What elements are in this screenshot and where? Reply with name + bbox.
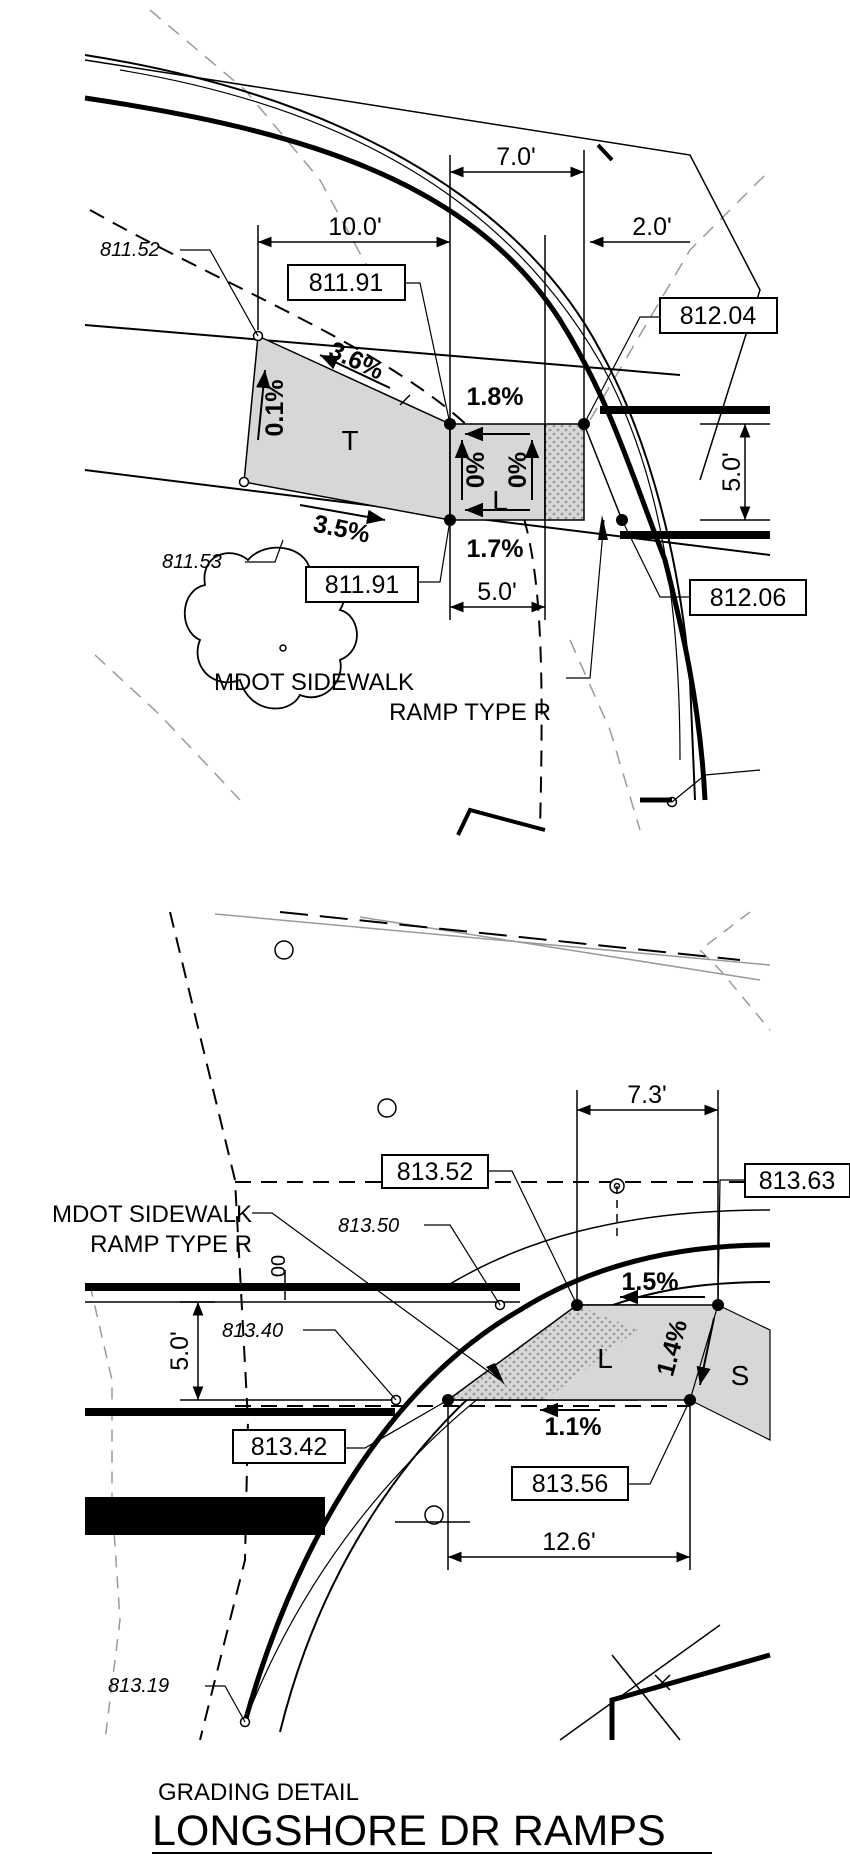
top-area-label-l: L	[492, 485, 508, 516]
top-slope-0-b: 0%	[504, 452, 532, 488]
bottom-slope-arrows	[540, 1289, 715, 1418]
bottom-elev-box-2	[744, 1163, 850, 1198]
bottom-existing-813-40: 813.40	[222, 1320, 283, 1342]
top-detail: 7.0' 10.0' 2.0' 5.0' 5.0' 811.91 812.04 …	[84, 9, 807, 836]
bottom-dashed-left	[169, 911, 250, 1741]
bottom-curb-curve	[242, 1242, 771, 1723]
top-elev-811-91-upper: 811.91	[309, 269, 384, 297]
bottom-existing-813-19: 813.19	[108, 1675, 169, 1697]
bottom-area-l	[545, 1305, 718, 1400]
bottom-area-label-l: L	[597, 1343, 613, 1374]
bottom-detail: 7.3' 12.6' 5.0' 813.52 813.63 813.42 813…	[52, 911, 850, 1741]
top-tick	[399, 394, 411, 406]
bottom-slope-1-5: 1.5%	[622, 1268, 679, 1296]
top-slope-0-a: 0%	[462, 452, 490, 488]
bottom-dim-7-3: 7.3'	[627, 1081, 667, 1109]
top-curb-curve	[84, 95, 708, 801]
bottom-elev-813-42: 813.42	[251, 1433, 327, 1461]
bottom-existing-813-50: 813.50	[338, 1215, 399, 1237]
bottom-elev-box-4	[511, 1466, 629, 1501]
top-existing-gray-lines	[94, 9, 771, 831]
bottom-note-line-2: RAMP TYPE R	[90, 1231, 252, 1258]
top-elev-811-91-lower: 811.91	[325, 571, 400, 599]
top-slope-arrows	[256, 354, 540, 524]
bottom-outer-curve	[439, 1209, 771, 1291]
top-elev-box-4	[689, 579, 807, 616]
top-detectable-warning	[544, 423, 585, 521]
bottom-dim-5-0: 5.0'	[166, 1331, 194, 1371]
top-cut-mark	[596, 143, 614, 162]
bottom-elev-box-3	[232, 1429, 346, 1464]
bottom-area-label-s: S	[731, 1360, 750, 1391]
top-slope-1-7: 1.7%	[467, 535, 524, 563]
top-dim-2-0: 2.0'	[632, 213, 672, 241]
bottom-dimension-lines	[180, 1090, 719, 1570]
top-dim-5-0-side: 5.0'	[718, 452, 746, 492]
top-elev-box-1	[287, 264, 406, 301]
top-dim-7-0: 7.0'	[496, 143, 536, 171]
bottom-dashed-top	[279, 911, 741, 961]
top-bottom-fragment	[456, 807, 546, 836]
title-block: GRADING DETAIL LONGSHORE DR RAMPS	[152, 1779, 712, 1855]
bottom-elev-813-63: 813.63	[759, 1167, 835, 1195]
top-sidewalk-upper-line	[84, 324, 681, 376]
bottom-dim-12-6: 12.6'	[542, 1528, 595, 1556]
top-note-line-1: MDOT SIDEWALK	[214, 669, 414, 696]
bottom-existing-points	[239, 940, 625, 1728]
top-edge-curve	[119, 69, 681, 761]
bottom-misc-label: 00	[268, 1255, 290, 1277]
bottom-leaders	[205, 1170, 745, 1723]
top-note-line-2: RAMP TYPE R	[389, 699, 551, 726]
top-elev-box-3	[305, 566, 419, 603]
top-slope-1-8: 1.8%	[467, 383, 524, 411]
top-elev-812-04: 812.04	[680, 302, 757, 330]
top-leaders	[180, 249, 761, 803]
bottom-elev-box-1	[381, 1154, 489, 1189]
bottom-black-bar	[85, 1497, 325, 1535]
top-dim-10-0: 10.0'	[328, 213, 381, 241]
bottom-elev-813-52: 813.52	[397, 1158, 473, 1186]
top-note-arrow	[598, 515, 608, 540]
top-points	[444, 418, 628, 526]
bottom-lower-right	[559, 1624, 771, 1741]
bottom-slope-1-1: 1.1%	[545, 1413, 602, 1441]
top-dimension-lines	[257, 150, 770, 620]
top-elev-box-2	[659, 297, 778, 334]
top-right-of-way-line	[84, 59, 761, 481]
top-area-label-t: T	[341, 425, 358, 456]
top-road-curve	[84, 54, 696, 801]
top-existing-811-53: 811.53	[162, 551, 222, 573]
bottom-note-arrow	[486, 1363, 505, 1385]
top-slope-0-1: 0.1%	[261, 380, 289, 437]
top-elev-812-06: 812.06	[710, 584, 786, 612]
bottom-elev-813-56: 813.56	[532, 1470, 608, 1498]
top-ramp-flare	[583, 423, 623, 521]
bottom-note-line-1: MDOT SIDEWALK	[52, 1201, 252, 1228]
title-subtitle: GRADING DETAIL	[158, 1779, 359, 1806]
top-existing-811-52: 811.52	[100, 239, 160, 261]
title-main: LONGSHORE DR RAMPS	[152, 1807, 666, 1855]
top-dim-5-0-bottom: 5.0'	[477, 578, 517, 606]
